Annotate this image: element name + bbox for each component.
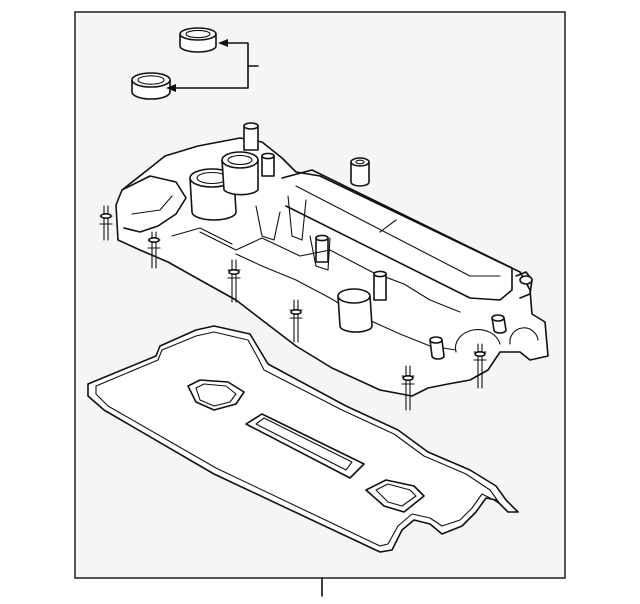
gasket-icon[interactable] [87, 325, 519, 553]
oil-cap-plug-icon[interactable] [350, 157, 370, 187]
seal-upper-icon[interactable] [179, 27, 217, 53]
seal-leader-bracket [166, 39, 259, 92]
valve-cover-icon[interactable] [99, 122, 549, 411]
seal-lower-icon[interactable] [131, 72, 171, 100]
